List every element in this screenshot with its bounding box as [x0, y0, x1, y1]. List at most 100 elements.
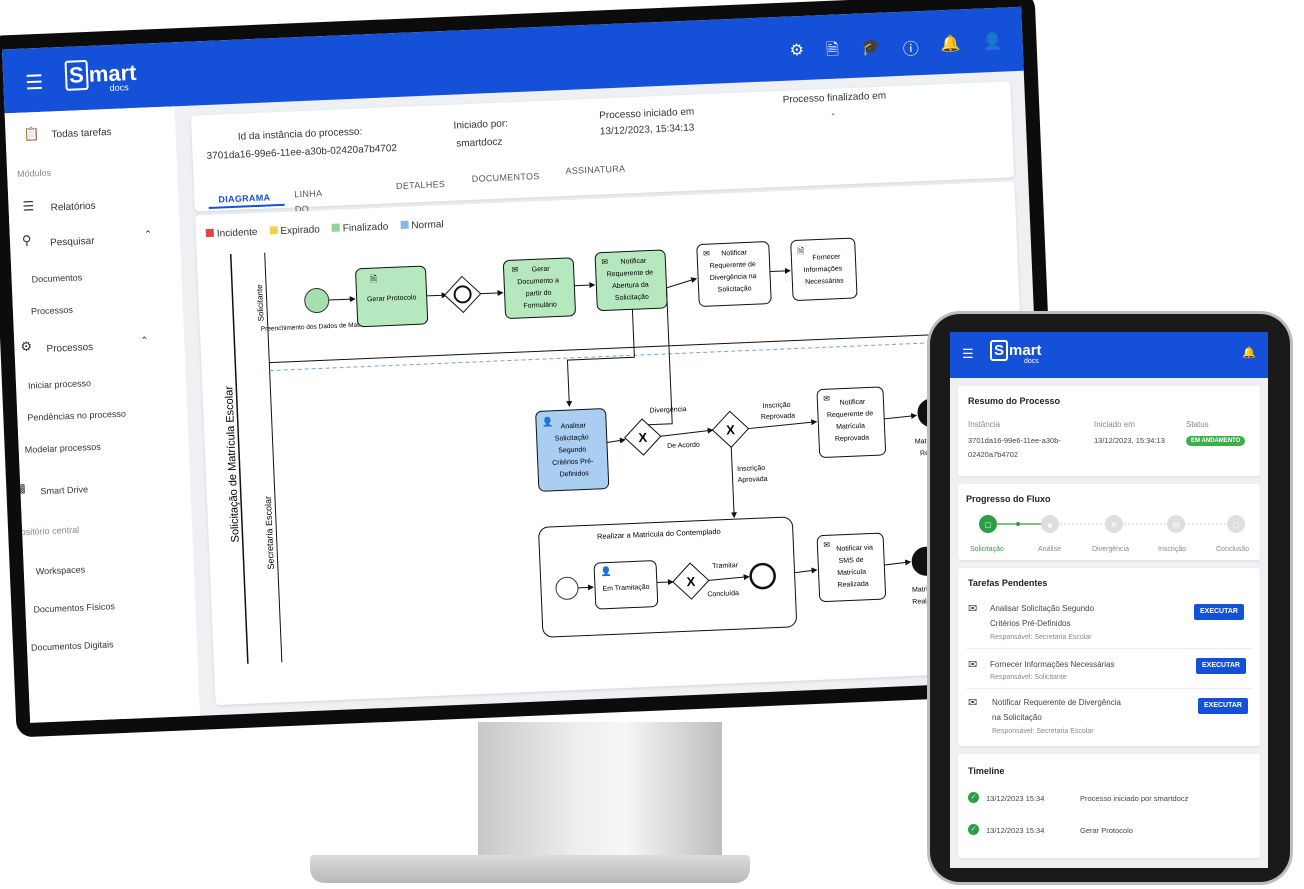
gateway-x-marker: X [686, 574, 696, 589]
pending-tasks-title: Tarefas Pendentes [968, 578, 1048, 588]
flow-progress-card: Progresso do Fluxo □ ● ✕ ✉ □ Solicitação… [958, 484, 1260, 560]
sub-start-event[interactable] [555, 576, 579, 600]
lane-label-secretaria: Secretaria Escolar [263, 496, 276, 570]
gateway-event-based[interactable] [443, 275, 482, 314]
menu-icon[interactable]: ☰ [962, 346, 974, 361]
summary-title: Resumo do Processo [968, 396, 1061, 406]
bell-icon[interactable]: 🔔 [940, 35, 961, 54]
instance-id-value: 3701da16-99e6-11ee-a30b-02420a7b4702 [206, 143, 398, 163]
step-label-divergencia: Divergência [1092, 546, 1129, 553]
flow-arrow [328, 296, 356, 303]
started-at-value: 13/12/2023, 15:34:13 [1094, 436, 1165, 445]
x-icon: ✕ [1110, 520, 1118, 530]
sidebar-item-todas-tarefas[interactable]: Todas tarefas [51, 126, 112, 141]
sidebar-item-relatorios[interactable]: Relatórios [50, 200, 96, 214]
flow-arrow [660, 427, 714, 437]
sidebar-item-pesquisar[interactable]: Pesquisar [49, 235, 95, 249]
lane-border [264, 252, 283, 663]
user-icon: 👤 [600, 565, 612, 576]
sidebar-item-documentos[interactable]: Documentos [31, 272, 83, 285]
task-responsible: Responsável: Secretaria Escolar [992, 728, 1094, 735]
flow-arrow [426, 292, 448, 299]
flow-arrow [884, 413, 918, 420]
sub-end-event[interactable] [749, 562, 776, 590]
sidebar-item-processos[interactable]: Processos [46, 341, 94, 355]
flow-arrow [577, 584, 594, 591]
task-analisar-solicitacao[interactable] [535, 408, 610, 492]
menu-icon[interactable]: ☰ [24, 71, 44, 95]
sidebar-item-documentos-fisicos[interactable]: Documentos Físicos [33, 601, 116, 615]
flow-arrow [794, 567, 818, 574]
gateway-x-marker: X [726, 422, 736, 437]
finished-at-value: - [831, 108, 835, 120]
sidebar-section-repositorio: Repositório central [3, 524, 80, 538]
task-notificar-divergencia[interactable] [696, 241, 772, 307]
summary-card: Resumo do Processo Instância 3701da16-99… [958, 386, 1260, 476]
timeline-date: 13/12/2023 15:34 [986, 794, 1045, 803]
diagram-card: Incidente Expirado Finalizado Normal Sol… [195, 181, 1035, 706]
chevron-up-icon[interactable]: ⌃ [140, 335, 149, 347]
flow-arrow [656, 579, 674, 586]
task-label: Gerar Documento a partir do Formulário [517, 265, 562, 310]
stepper-dot [1016, 522, 1020, 526]
step-analise-icon[interactable] [1041, 515, 1059, 533]
top-icons: ⚙ 🗎 🎓 ⓘ 🔔 👤 [789, 32, 1003, 68]
sidebar-item-pendencias[interactable]: Pendências no processo [27, 408, 127, 423]
document-add-icon[interactable]: 🗎 [825, 41, 840, 59]
user-icon[interactable]: 👤 [982, 33, 1003, 52]
sidebar-item-iniciar-processo[interactable]: Iniciar processo [27, 378, 92, 391]
task-title-cont: na Solicitação [992, 713, 1042, 722]
start-event-label: Preenchimento dos Dados de Matrícula [261, 321, 376, 333]
instance-value-cont: 02420a7b4702 [968, 450, 1019, 459]
step-solicitacao-icon[interactable] [979, 515, 997, 533]
step-inscricao-icon[interactable] [1167, 515, 1185, 533]
sidebar-item-smart-drive[interactable]: Smart Drive [40, 484, 89, 497]
execute-button[interactable]: EXECUTAR [1194, 604, 1244, 620]
execute-button[interactable]: EXECUTAR [1196, 658, 1246, 674]
task-notificar-sms[interactable] [816, 532, 886, 602]
flow-arrow [730, 447, 737, 519]
sidebar-item-workspaces[interactable]: Workspaces [35, 564, 86, 577]
task-label: Analisar Solicitação Segundo Critérios P… [551, 422, 596, 479]
tab-assinatura[interactable]: ASSINATURA [565, 163, 626, 176]
gear-icon[interactable]: ⚙ [789, 41, 805, 60]
task-em-tramitacao[interactable] [593, 560, 659, 610]
clipboard-icon: 📋 [23, 125, 41, 142]
envelope-icon: ✉ [968, 697, 978, 709]
tab-detalhes[interactable]: DETALHES [395, 179, 446, 192]
started-at-label: Iniciado em [1094, 420, 1135, 429]
main-content: Id da instância do processo: 3701da16-99… [190, 71, 1048, 706]
graduation-cap-icon[interactable]: 🎓 [860, 38, 882, 57]
task-gerar-documento[interactable] [502, 257, 576, 319]
bell-icon[interactable]: 🔔 [1242, 347, 1256, 359]
envelope-icon: ✉ [823, 540, 830, 549]
pending-tasks-card: Tarefas Pendentes ✉ Analisar Solicitação… [958, 568, 1260, 746]
step-conclusao-icon[interactable] [1227, 515, 1245, 533]
document-icon: 🗎 [797, 246, 805, 256]
chevron-up-icon[interactable]: ⌃ [143, 229, 153, 241]
step-label-conclusao: Conclusão [1216, 546, 1250, 553]
help-icon[interactable]: ⓘ [902, 41, 920, 59]
tab-documentos[interactable]: DOCUMENTOS [471, 171, 540, 184]
task-gerar-protocolo[interactable] [355, 265, 429, 328]
gateway-exclusive-3[interactable] [672, 562, 710, 600]
execute-button[interactable]: EXECUTAR [1198, 698, 1248, 714]
step-divergencia-icon[interactable] [1105, 515, 1123, 533]
envelope-icon: ✉ [1172, 520, 1180, 530]
gateway-x-marker: X [638, 430, 648, 445]
task-fornecer-informacoes[interactable] [790, 237, 858, 301]
started-by-label: Iniciado por: [453, 118, 509, 132]
start-event[interactable] [304, 288, 330, 314]
drive-icon: ▩ [14, 480, 26, 496]
sidebar-item-modelar[interactable]: Modelar processos [24, 441, 101, 455]
envelope-icon: ✉ [511, 265, 518, 274]
sidebar-item-processos-sub[interactable]: Processos [30, 304, 74, 317]
flow-arrow [644, 277, 698, 426]
lane-drop-line [269, 338, 1021, 372]
sidebar-item-documentos-digitais[interactable]: Documentos Digitais [30, 639, 114, 653]
gateway-exclusive-1[interactable] [624, 418, 662, 456]
task-notificar-reprovada[interactable] [816, 386, 886, 458]
flow-label-inscricao-aprovada: Inscrição Aprovada [737, 465, 768, 484]
